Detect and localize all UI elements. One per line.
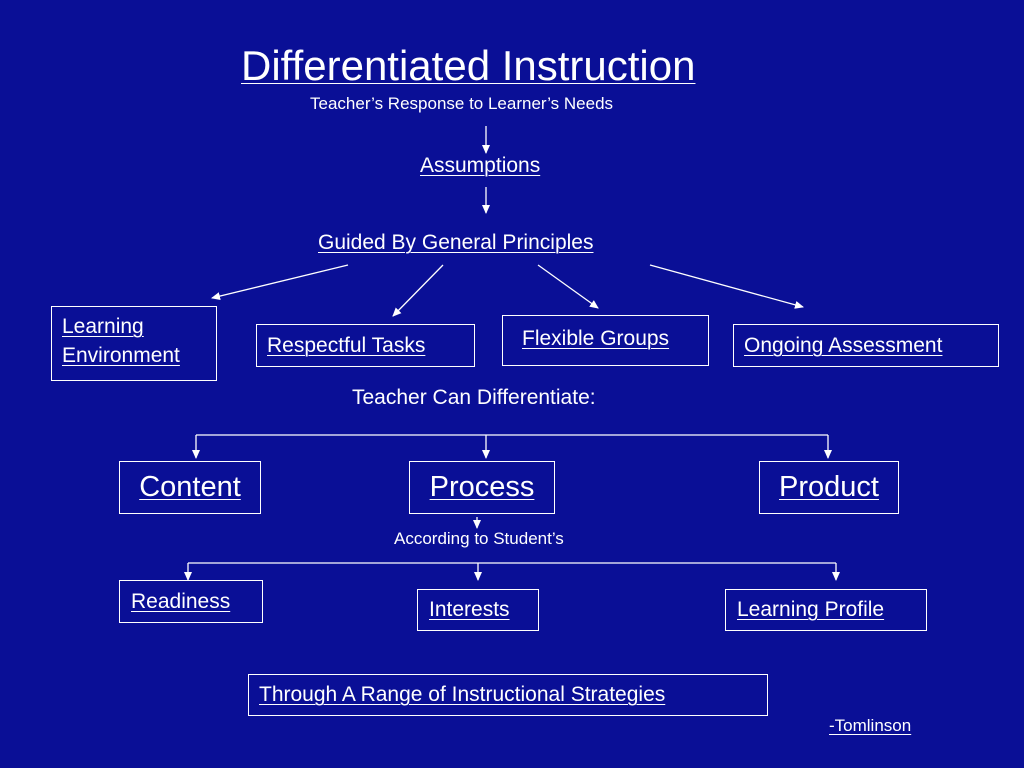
arrow-to-learning-environment <box>211 264 349 301</box>
arrow-to-respectful-tasks <box>392 264 444 317</box>
box-product: Product <box>759 461 899 514</box>
differentiate-heading: Teacher Can Differentiate: <box>352 386 596 409</box>
product-label: Product <box>779 471 879 503</box>
principles-heading: Guided By General Principles <box>318 231 594 254</box>
learning-profile-label: Learning Profile <box>737 598 885 621</box>
box-respectful-tasks: Respectful Tasks <box>256 324 475 367</box>
readiness-label: Readiness <box>131 590 231 613</box>
interests-label: Interests <box>429 598 510 621</box>
respectful-tasks-label: Respectful Tasks <box>267 334 426 357</box>
box-content: Content <box>119 461 261 514</box>
learning-environment-line1: Learning <box>62 315 144 338</box>
slide-title: Differentiated Instruction <box>241 42 696 89</box>
box-ongoing-assessment: Ongoing Assessment <box>733 324 999 367</box>
box-learning-environment: Learning Environment <box>51 306 217 381</box>
ongoing-assessment-label: Ongoing Assessment <box>744 334 943 357</box>
slide-subtitle: Teacher’s Response to Learner’s Needs <box>310 94 614 113</box>
arrow-to-ongoing-assessment <box>649 264 804 309</box>
process-label: Process <box>429 471 535 503</box>
attribution: -Tomlinson <box>829 716 912 735</box>
instructional-strategies-label: Through A Range of Instructional Strateg… <box>259 683 666 706</box>
assumptions-label: Assumptions <box>420 154 541 177</box>
content-label: Content <box>139 471 241 503</box>
box-flexible-groups: Flexible Groups <box>502 315 709 366</box>
learning-environment-line2: Environment <box>62 344 180 368</box>
arrow-to-flexible-groups <box>537 264 599 309</box>
box-process: Process <box>409 461 555 514</box>
box-learning-profile: Learning Profile <box>725 589 927 631</box>
box-readiness: Readiness <box>119 580 263 623</box>
box-interests: Interests <box>417 589 539 631</box>
flexible-groups-label: Flexible Groups <box>522 327 670 350</box>
according-to-label: According to Student’s <box>394 529 564 548</box>
box-instructional-strategies: Through A Range of Instructional Strateg… <box>248 674 768 716</box>
